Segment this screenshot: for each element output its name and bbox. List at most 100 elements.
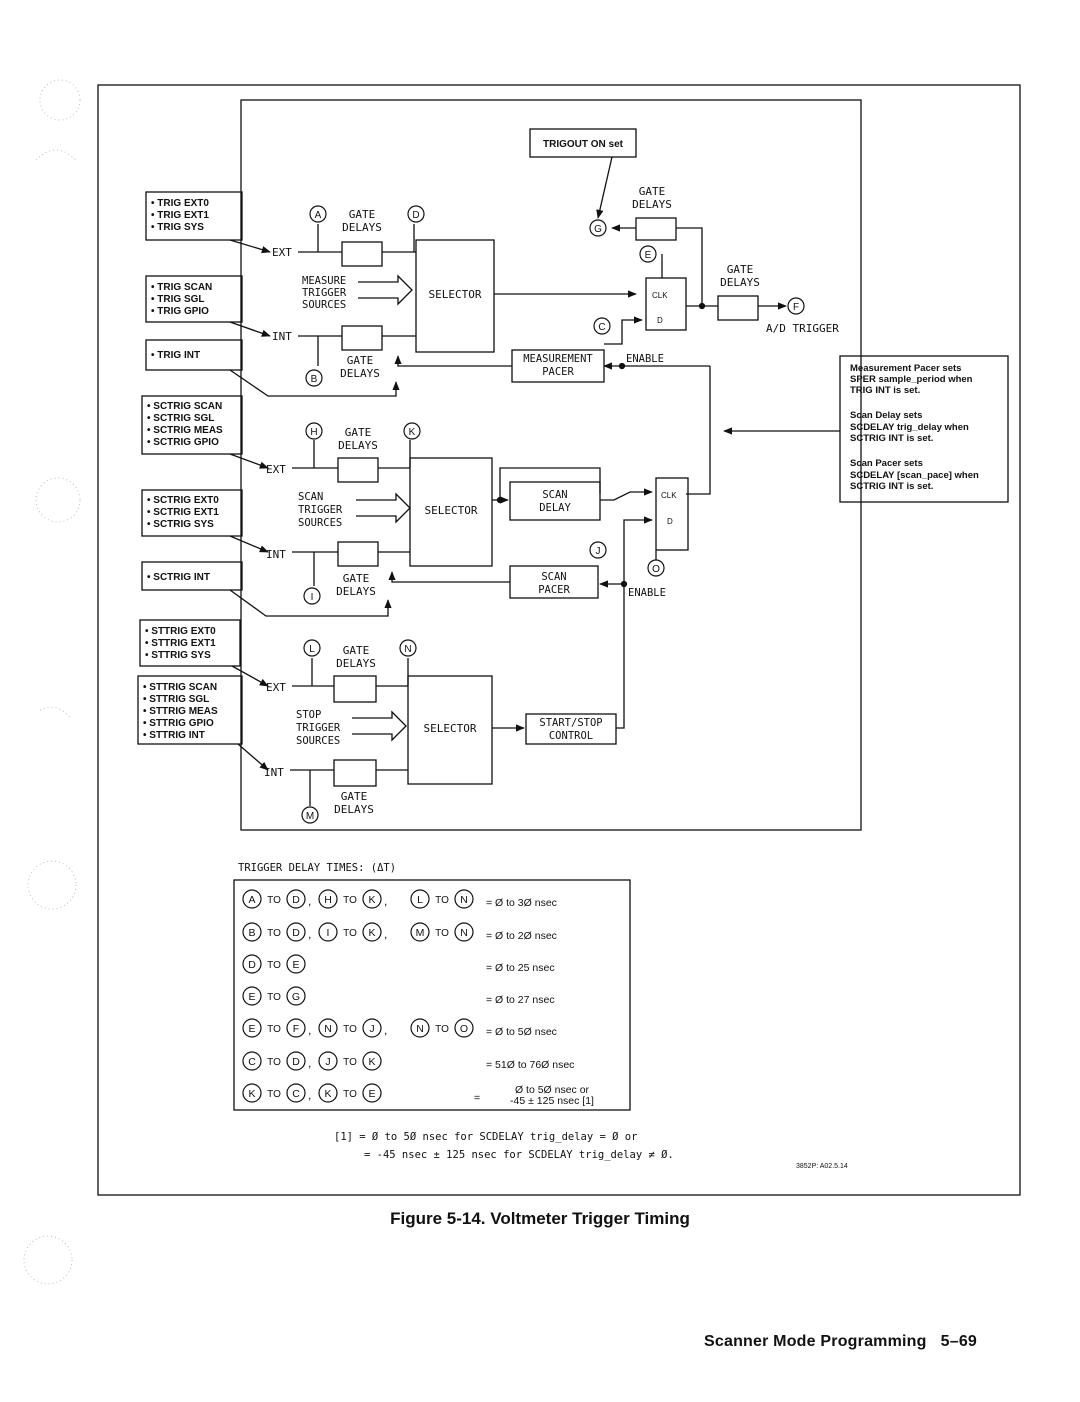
stop-src2-line5: • STTRIG INT (143, 730, 205, 741)
point-circle (589, 219, 607, 237)
point-n: N (399, 639, 417, 657)
measure-src2-line1: • TRIG SCAN (151, 282, 212, 293)
point-circle (639, 245, 657, 263)
stop-ext-label: EXT (266, 681, 286, 694)
pair-letter: K (368, 927, 375, 939)
pair-to: TO (267, 1057, 281, 1068)
point-a: A (309, 205, 327, 223)
point-letter: O (652, 564, 660, 575)
point-circle (403, 422, 421, 440)
pair-letter: E (248, 991, 255, 1003)
point-e: E (639, 245, 657, 263)
scan-source-box-3 (141, 561, 243, 591)
point-circle (593, 317, 611, 335)
measure-src2-line3: • TRIG GPIO (151, 306, 209, 317)
pair-circle (454, 889, 474, 909)
pair-letter: F (293, 1023, 299, 1035)
point-o: O (647, 559, 665, 577)
point-c: C (593, 317, 611, 335)
scan-gate-top-2: DELAYS (338, 439, 378, 452)
measure-ext-label: EXT (272, 246, 292, 259)
measure-src1-line3: • TRIG SYS (151, 222, 204, 233)
pair-letter: D (248, 959, 256, 971)
pair-letter: M (416, 927, 425, 939)
measure-source-box-3 (145, 339, 243, 371)
delay-value-eq: = (474, 1092, 480, 1104)
point-circle (787, 297, 805, 315)
pair-circle (318, 1051, 338, 1071)
scan-ext-label: EXT (266, 463, 286, 476)
stop-src1-line3: • STTRIG SYS (145, 650, 211, 661)
pair-comma: , (308, 1023, 311, 1037)
point-b: B (305, 369, 323, 387)
scan-src2-line1: • SCTRIG EXT0 (147, 495, 219, 506)
pair-letter: D (292, 1056, 300, 1068)
pair-letter: E (368, 1088, 375, 1100)
point-letter: E (645, 250, 652, 261)
delay-value: = Ø to 27 nsec (486, 994, 555, 1006)
pair-letter: D (292, 927, 300, 939)
pair-letter: E (292, 959, 299, 971)
measure-selector (415, 239, 495, 353)
pair-circle (286, 889, 306, 909)
trigout-box (529, 128, 637, 158)
pair-letter: K (368, 894, 375, 906)
stop-gate-top-2: DELAYS (336, 657, 376, 670)
stop-sources-1: STOP (296, 709, 321, 721)
pair-circle (454, 922, 474, 942)
pair-circle (242, 1018, 262, 1038)
point-letter: L (309, 644, 315, 655)
note3-line1: Scan Pacer sets (850, 458, 923, 469)
scan-gate-top-1: GATE (345, 426, 372, 439)
pair-letter: N (324, 1023, 332, 1035)
point-letter: H (310, 427, 317, 438)
measure-enable-label: ENABLE (626, 353, 664, 365)
pair-to: TO (343, 895, 357, 906)
pair-circle (242, 922, 262, 942)
point-letter: D (412, 210, 419, 221)
point-circle (647, 559, 665, 577)
pair-comma: , (384, 1023, 387, 1037)
stop-gate-delay-bottom (333, 759, 377, 787)
stop-gate-top-1: GATE (343, 644, 370, 657)
pair-circle (410, 922, 430, 942)
measure-gate-bot-1: GATE (347, 354, 374, 367)
start-stop-1: START/STOP (539, 717, 602, 729)
measure-gate-top-2: DELAYS (342, 221, 382, 234)
stop-int-label: INT (264, 766, 284, 779)
footnote-line2: = -45 nsec ± 125 nsec for SCDELAY trig_d… (364, 1149, 674, 1161)
pair-circle (286, 922, 306, 942)
pair-circle (362, 889, 382, 909)
gate-delay-g (635, 217, 677, 241)
scan-selector (409, 457, 493, 567)
point-circle (301, 806, 319, 824)
stop-src2-line3: • STTRIG MEAS (143, 706, 218, 717)
scan-clk-label: CLK (661, 491, 677, 500)
scan-gate-delay-top (337, 457, 379, 483)
measure-pacer-2: PACER (542, 366, 574, 378)
pair-to: TO (343, 1024, 357, 1035)
point-circle (407, 205, 425, 223)
pair-letter: C (248, 1056, 256, 1068)
scan-src1-line4: • SCTRIG GPIO (147, 437, 219, 448)
note1-line2: SPER sample_period when (850, 374, 973, 385)
pair-comma: , (308, 1056, 311, 1070)
pair-circle (286, 986, 306, 1006)
point-letter: C (598, 322, 605, 333)
point-letter: J (596, 546, 601, 557)
pair-letter: O (460, 1023, 468, 1035)
pair-to: TO (267, 928, 281, 939)
pair-comma: , (308, 1088, 311, 1102)
pair-letter: A (248, 894, 255, 906)
delay-value-line: Ø to 5Ø nsec or (515, 1084, 590, 1096)
point-letter: A (315, 210, 322, 221)
pair-letter: D (292, 894, 300, 906)
point-m: M (301, 806, 319, 824)
